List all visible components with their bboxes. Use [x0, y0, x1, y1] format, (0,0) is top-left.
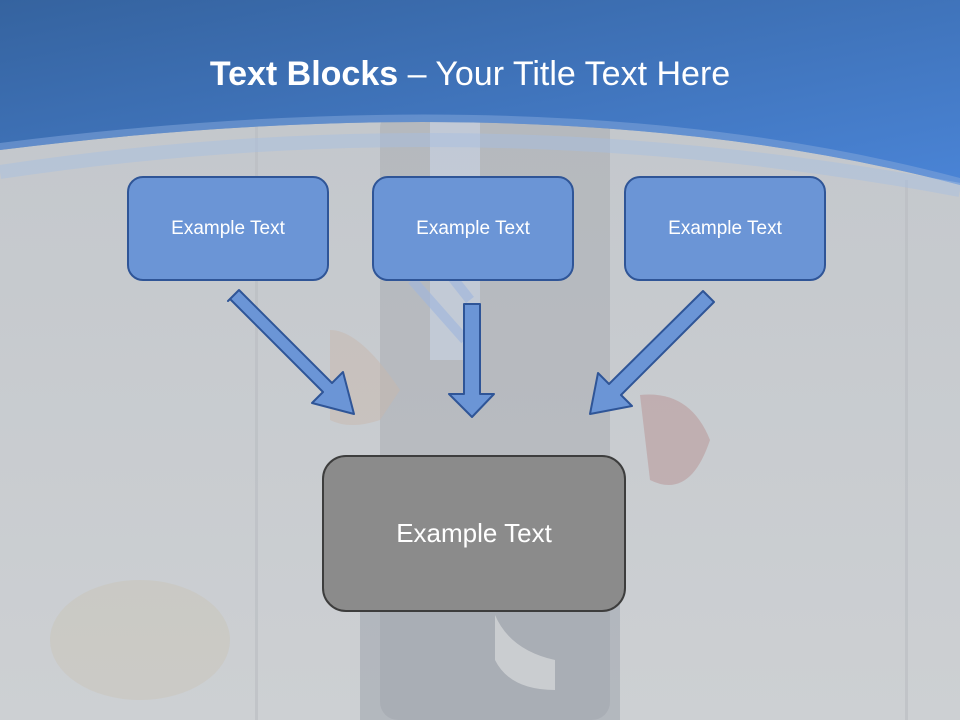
text-block-center: Example Text [372, 176, 574, 281]
text-block-left: Example Text [127, 176, 329, 281]
text-block-left-label: Example Text [171, 217, 285, 239]
title-bold: Text Blocks [209, 55, 399, 93]
text-block-bottom: Example Text [322, 455, 626, 612]
arrow-center [448, 303, 495, 418]
title-dash: – [398, 55, 436, 93]
text-block-bottom-label: Example Text [396, 518, 552, 548]
arrow-left [227, 289, 355, 415]
arrow-right [589, 290, 715, 415]
text-block-center-label: Example Text [416, 217, 530, 239]
slide-title: Text Blocks – Your Title Text Here [0, 52, 940, 96]
title-rest: Your Title Text Here [435, 55, 731, 93]
text-block-right-label: Example Text [668, 217, 782, 239]
text-block-right: Example Text [624, 176, 826, 281]
